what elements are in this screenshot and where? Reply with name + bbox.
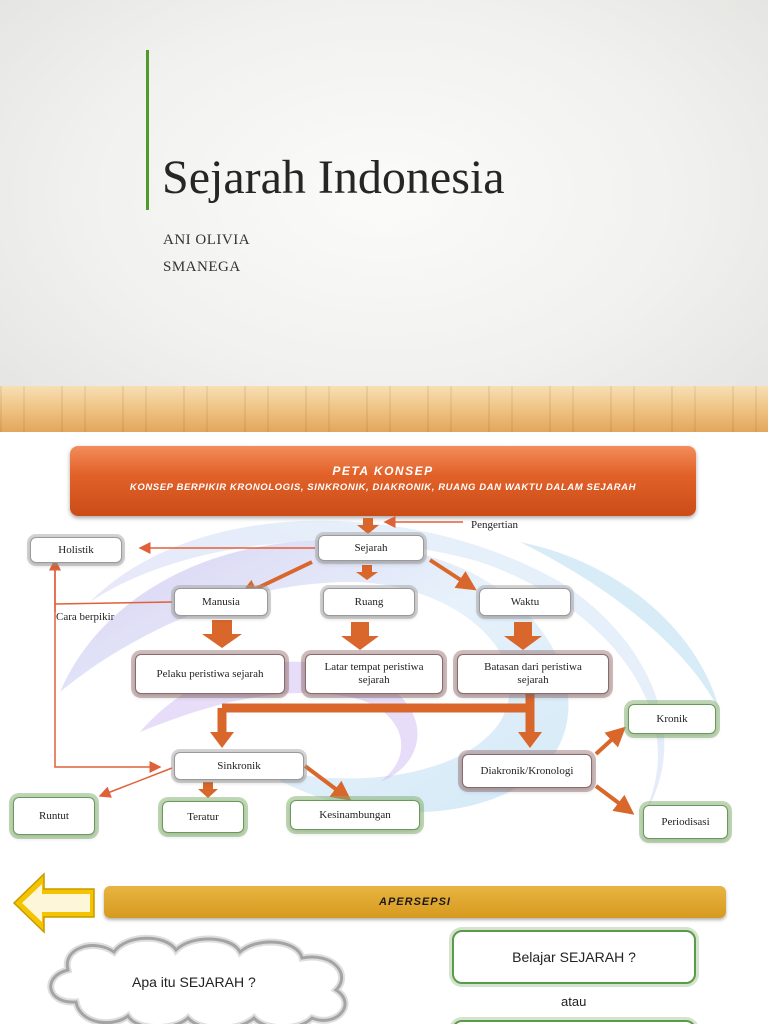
node-waktu: Waktu [479, 588, 571, 616]
arrow-waktu-batasan [504, 622, 542, 650]
atau-label: atau [561, 994, 587, 1009]
concept-map-slide: PETA KONSEP KONSEP BERPIKIR KRONOLOGIS, … [0, 432, 768, 862]
arrow-sinkronik-kesinambungan [303, 764, 352, 801]
node-diakronik: Diakronik/Kronologi [462, 754, 592, 788]
node-batasan: Batasan dari peristiwa sejarah [457, 654, 609, 694]
apersepsi-slide: APERSEPSI Apa itu SEJARAH ? Belajar SEJA… [0, 862, 768, 1024]
node-ruang: Ruang [323, 588, 415, 616]
school-name: SMANEGA [163, 259, 241, 275]
node-teratur: Teratur [162, 801, 244, 833]
arrow-ruang-latar [341, 622, 379, 650]
arrow-sinkronik-runtut [98, 767, 173, 798]
header-subtitle: KONSEP BERPIKIR KRONOLOGIS, SINKRONIK, D… [129, 482, 637, 493]
node-kronik: Kronik [628, 704, 716, 734]
thought-cloud [47, 934, 349, 1024]
node-manusia: Manusia [174, 588, 268, 616]
question-box: Belajar SEJARAH ? [452, 930, 696, 984]
arrow-manusia-pelaku [202, 620, 242, 648]
arrow-to-sinkronik [210, 732, 234, 748]
node-latar-line2: sejarah [358, 674, 390, 686]
cara-berpikir-label: Cara berpikir [56, 611, 115, 623]
node-holistik: Holistik [30, 537, 122, 563]
node-kesinambungan: Kesinambungan [290, 800, 420, 830]
arrow-to-diakronik [518, 732, 542, 748]
arrow-into-sejarah [357, 518, 379, 534]
wood-floor-strip [0, 386, 768, 432]
arrow-sejarah-ruang [356, 565, 378, 580]
node-runtut: Runtut [13, 797, 95, 835]
concept-map-header: PETA KONSEP KONSEP BERPIKIR KRONOLOGIS, … [70, 446, 696, 516]
arrow-sinkronik-teratur [198, 782, 218, 798]
cara-berpikir-line [54, 601, 173, 605]
pengertian-label: Pengertian [471, 519, 519, 531]
node-periodisasi: Periodisasi [643, 805, 728, 839]
accent-line [146, 50, 149, 210]
apersepsi-bar: APERSEPSI [104, 886, 726, 918]
arrow-sejarah-waktu [428, 558, 477, 591]
arrow-diakronik-periodisasi [594, 784, 635, 815]
connector-layer [49, 516, 635, 815]
holistik-to-sinkronik-line [54, 562, 162, 773]
node-batasan-line1: Batasan dari peristiwa [484, 661, 582, 674]
arrow-diakronik-kronik [594, 726, 626, 756]
title-slide: Sejarah Indonesia ANI OLIVIA SMANEGA [0, 0, 768, 432]
node-latar: Latar tempat peristiwa sejarah [305, 654, 443, 694]
node-batasan-line2: sejarah [517, 674, 549, 686]
author-name: ANI OLIVIA [163, 232, 251, 248]
back-arrow-icon [12, 872, 95, 934]
node-pelaku: Pelaku peristiwa sejarah [135, 654, 285, 694]
header-title: PETA KONSEP [332, 464, 434, 478]
cloud-question: Apa itu SEJARAH ? [132, 974, 256, 990]
node-sinkronik: Sinkronik [174, 752, 304, 780]
question-box-2 [452, 1020, 696, 1024]
node-latar-line1: Latar tempat peristiwa [324, 661, 424, 674]
slide-title: Sejarah Indonesia [162, 151, 505, 204]
node-sejarah: Sejarah [318, 535, 424, 561]
